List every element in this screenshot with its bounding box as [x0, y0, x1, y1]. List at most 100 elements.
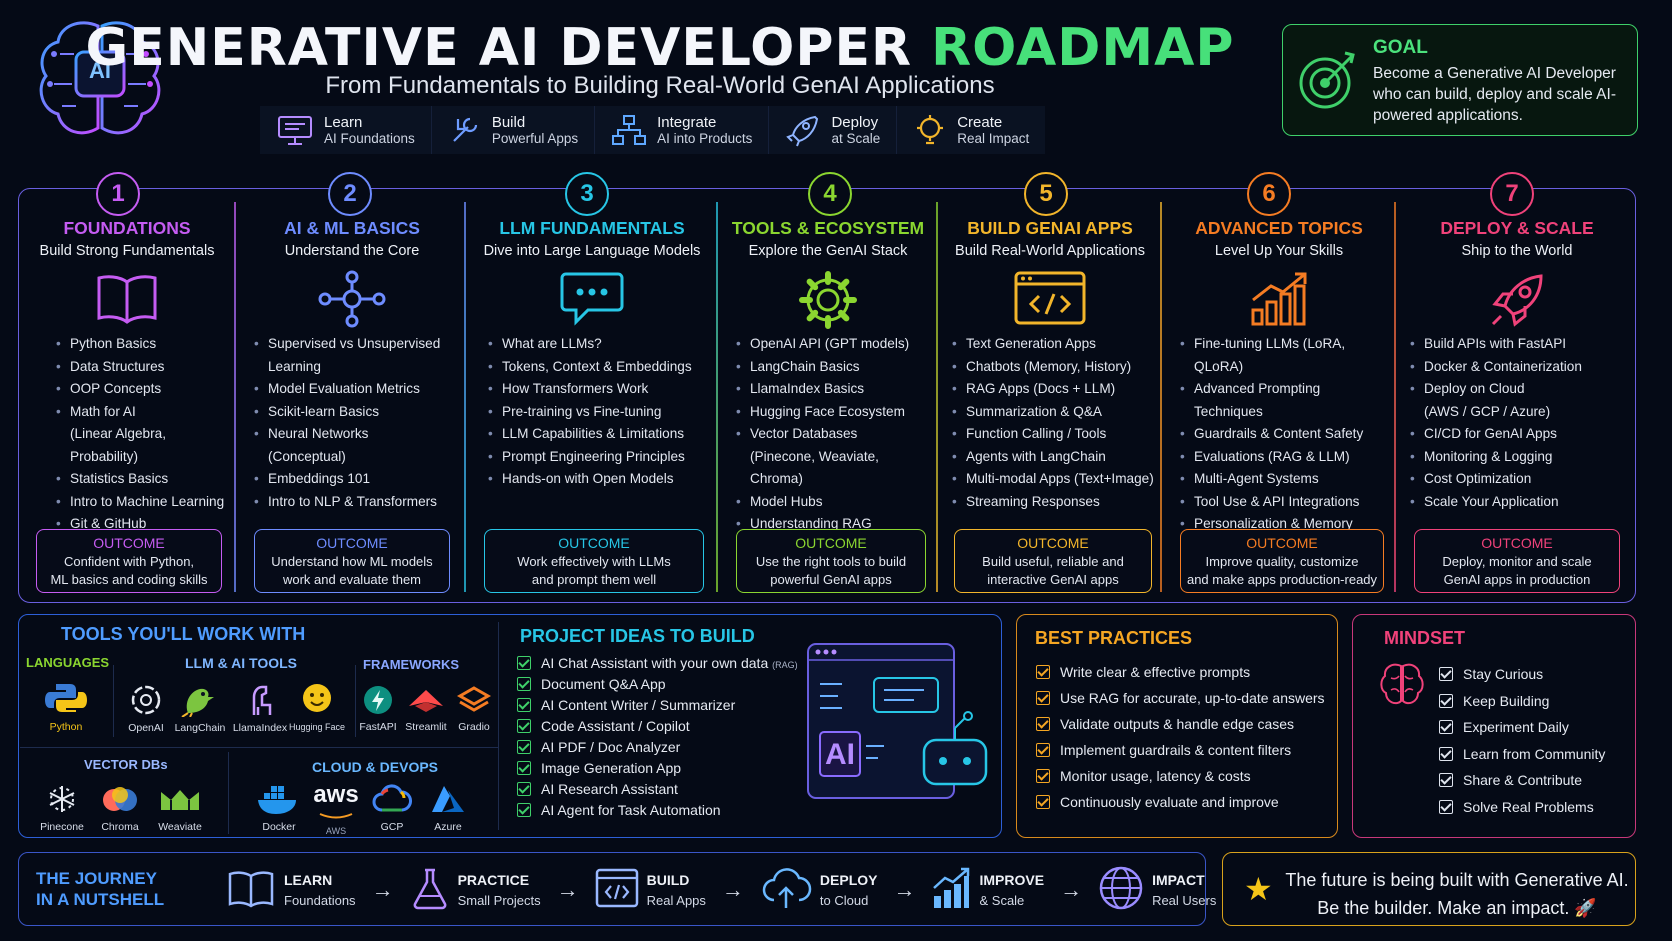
- step-title: AI & ML BASICS: [284, 218, 420, 238]
- book-icon: [95, 270, 159, 331]
- step-item: Evaluations (RAG & LLM): [1180, 446, 1388, 469]
- title-main: GENERATIVE AI DEVELOPER: [85, 18, 913, 78]
- tool-label: FastAPI: [359, 721, 397, 733]
- journey-title: THE JOURNEY IN A NUTSHELL: [36, 868, 164, 910]
- tool-langchain: LangChain: [174, 683, 226, 734]
- network-icon: [612, 115, 647, 145]
- checklist-item: Code Assistant / Copilot: [517, 718, 798, 739]
- step-item-list: Supervised vs Unsupervised LearningModel…: [254, 333, 460, 513]
- step-item: Model Evaluation Metrics: [254, 378, 460, 401]
- checklist-item: Continuously evaluate and improve: [1036, 794, 1325, 820]
- checklist-item: Learn from Community: [1439, 746, 1605, 773]
- step-title: TOOLS & ECOSYSTEM: [731, 218, 925, 238]
- tool-fastapi: FastAPI: [359, 684, 397, 733]
- checkbox-icon: [1439, 773, 1453, 787]
- step-number-4: 4: [808, 172, 852, 216]
- outcome-text: Confident with Python, ML basics and cod…: [50, 554, 208, 587]
- checkbox-icon: [1036, 665, 1050, 679]
- step-item: Git & GitHub: [56, 513, 228, 536]
- step-separator: [1160, 202, 1162, 592]
- checklist-text: Experiment Daily: [1463, 719, 1569, 735]
- checklist-item: Image Generation App: [517, 760, 798, 781]
- tool-huggingface: Hugging Face: [286, 681, 348, 732]
- journey-step-sub: Real Users: [1152, 893, 1217, 908]
- step-item: Monitoring & Logging: [1410, 446, 1630, 469]
- step-item: Tool Use & API Integrations: [1180, 491, 1388, 514]
- outcome-label: OUTCOME: [316, 535, 388, 551]
- tool-gradio: Gradio: [455, 684, 493, 733]
- step-item: Pre-training vs Fine-tuning: [488, 401, 710, 424]
- tool-docker: Docker: [254, 782, 304, 833]
- checkbox-icon: [1439, 799, 1453, 814]
- chat-icon: [560, 270, 624, 331]
- rocket-icon: [1487, 270, 1547, 335]
- step-item: Multi-modal Apps (Text+Image): [952, 468, 1154, 491]
- checkbox-icon: [1036, 769, 1050, 783]
- outcome-text: Work effectively with LLMs and prompt th…: [517, 554, 671, 587]
- growth-chart-icon: [1247, 270, 1311, 333]
- aws-icon: aws: [313, 781, 359, 808]
- checklist-item: Monitor usage, latency & costs: [1036, 768, 1325, 794]
- code-window-icon: [1013, 270, 1087, 331]
- checklist-item: Write clear & effective prompts: [1036, 664, 1325, 690]
- journey-step-sub: to Cloud: [819, 893, 869, 908]
- journey-arrow: →: [371, 877, 394, 902]
- step-item: Neural Networks (Conceptual): [254, 423, 460, 468]
- step-subtitle: Dive into Large Language Models: [483, 243, 701, 259]
- checkbox-icon: [1036, 717, 1050, 731]
- tool-label: GCP: [380, 821, 404, 833]
- step-item: Math for AI (Linear Algebra, Probability…: [56, 401, 228, 469]
- step-subtitle: Build Strong Fundamentals: [39, 243, 215, 259]
- checkbox-icon: [517, 677, 531, 691]
- footer-line2: Be the builder. Make an impact. 🚀: [1317, 898, 1597, 918]
- growth-chart-icon: [931, 866, 971, 915]
- tool-llamaindex: LlamaIndex: [232, 683, 288, 734]
- tool-python: Python: [42, 680, 90, 733]
- checklist-text: AI PDF / Doc Analyzer: [541, 739, 681, 755]
- tool-label: Chroma: [101, 821, 139, 833]
- checklist-text: AI Content Writer / Summarizer: [541, 697, 736, 713]
- strip-title: Integrate: [657, 114, 717, 131]
- weaviate-icon: [161, 790, 199, 810]
- step-item: LLM Capabilities & Limitations: [488, 423, 710, 446]
- journey-step-sub: Foundations: [284, 893, 356, 908]
- checklist-item: AI Research Assistant: [517, 781, 798, 802]
- step-number-1: 1: [96, 172, 140, 216]
- step-item: Function Calling / Tools: [952, 423, 1154, 446]
- step-item: Fine-tuning LLMs (LoRA, QLoRA): [1180, 333, 1388, 378]
- checklist-item: Keep Building: [1439, 693, 1605, 720]
- step-number-3: 3: [565, 172, 609, 216]
- step-separator: [716, 202, 718, 592]
- llama-icon: [252, 685, 272, 715]
- cloud-devops-label: CLOUD & DEVOPS: [312, 759, 439, 775]
- step-item: Intro to Machine Learning: [56, 491, 228, 514]
- step-item: Prompt Engineering Principles: [488, 446, 710, 469]
- tool-label: Docker: [262, 821, 296, 833]
- step-subtitle: Level Up Your Skills: [1214, 243, 1344, 259]
- step-item: How Transformers Work: [488, 378, 710, 401]
- step-item: LangChain Basics: [736, 356, 930, 379]
- checkbox-icon: [1439, 746, 1453, 761]
- journey-step-title: PRACTICE: [457, 872, 530, 888]
- checklist-text: Stay Curious: [1463, 666, 1544, 682]
- step-number-6: 6: [1247, 172, 1291, 216]
- strip-sub: Powerful Apps: [491, 131, 579, 146]
- journey-step-title: IMPROVE: [979, 872, 1045, 888]
- aws-smile-icon: [319, 813, 353, 819]
- gear-icon: [798, 270, 858, 335]
- checkbox-icon: [517, 719, 531, 733]
- azure-icon: [432, 786, 464, 812]
- presentation-icon: [278, 116, 312, 145]
- step-number-5: 5: [1024, 172, 1068, 216]
- checklist-item: Document Q&A App: [517, 676, 798, 697]
